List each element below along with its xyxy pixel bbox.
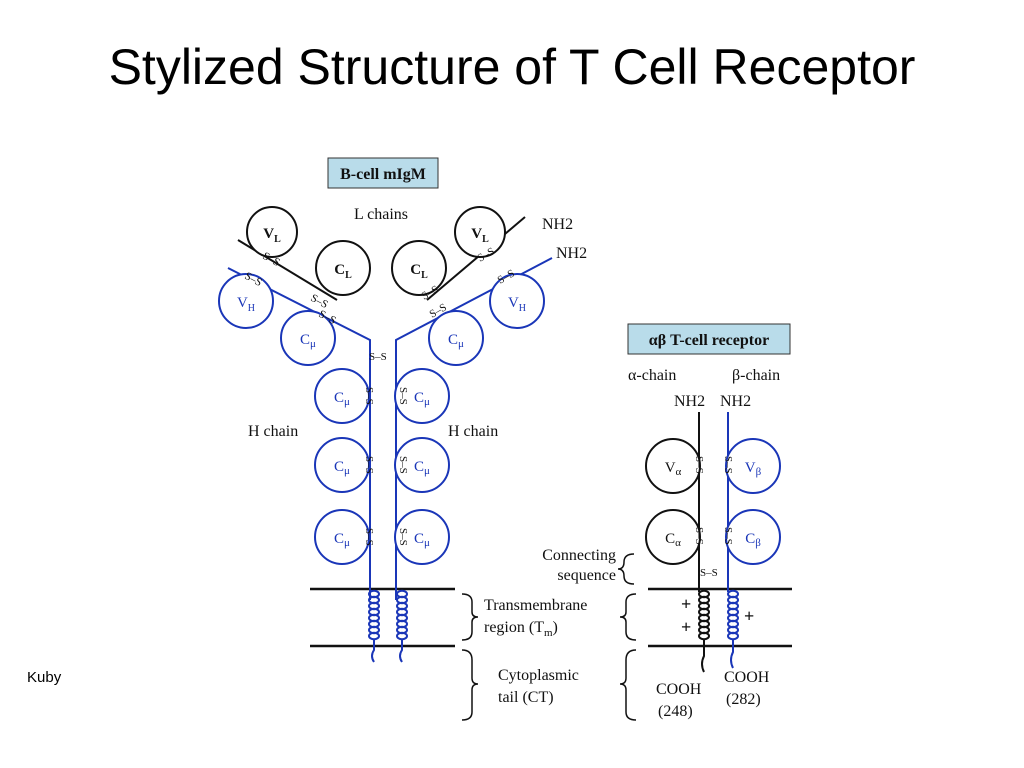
l-chains-label: L chains — [354, 206, 408, 223]
vl-left-label: VL — [263, 226, 281, 245]
beta-chain-label: β-chain — [732, 367, 780, 384]
cmu4-domain-left — [314, 509, 370, 565]
cmu1-right-label: Cμ — [448, 332, 464, 350]
tcr-ss-4: S–S — [722, 527, 734, 545]
region-brackets-left — [461, 593, 479, 721]
bcell-tm-coil-right — [396, 589, 408, 641]
c-beta-label: Cβ — [745, 531, 761, 549]
tcr-ss-1: S–S — [693, 456, 705, 474]
cl-left-label: CL — [334, 262, 352, 281]
v-alpha-label: Vα — [665, 460, 682, 478]
h-chain-right-label: H chain — [448, 423, 498, 440]
cytoplasmic-label-1: Cytoplasmic — [498, 667, 579, 684]
c-alpha-domain — [645, 509, 701, 565]
cl-domain-left — [315, 240, 371, 296]
bcell-label-box — [327, 157, 439, 189]
vh-domain-right — [489, 273, 545, 329]
cooh-alpha-label: COOH — [656, 681, 702, 698]
v-beta-domain — [725, 438, 781, 494]
nh2-beta-label: NH2 — [720, 393, 751, 410]
cooh-beta-label: COOH — [724, 669, 770, 686]
beta-charge: + — [744, 606, 754, 626]
bcell-label: B-cell mIgM — [340, 166, 426, 183]
alpha-length-label: (248) — [658, 703, 693, 720]
cmu3-domain-right — [394, 437, 450, 493]
v-beta-label: Vβ — [745, 460, 762, 478]
tcr-alpha-beta: αβ T-cell receptor α-chain β-chain NH2 N… — [627, 323, 792, 720]
bcell-migm: B-cell mIgM L chains VL CL CL VL VH Cμ V… — [218, 157, 587, 663]
transmembrane-label-1: Transmembrane — [484, 597, 587, 614]
tcr-tm-coil-beta — [727, 589, 739, 641]
beta-tail — [730, 640, 734, 669]
connecting-label-1: Connecting — [542, 547, 616, 564]
alpha-charge-2: + — [681, 617, 691, 637]
cmu3-right-label: Cμ — [414, 459, 430, 477]
tcr-ss-2: S–S — [722, 456, 734, 474]
credit-label: Kuby — [27, 669, 62, 686]
bcell-tm-coil-left — [368, 589, 380, 641]
vh-domain-left — [218, 273, 274, 329]
cmu1-domain-left — [280, 310, 336, 366]
tcr-ss-3: S–S — [693, 527, 705, 545]
ss-bond-13: S–S — [363, 528, 375, 546]
right-light-chain — [426, 216, 526, 301]
cmu2-right-label: Cμ — [414, 390, 430, 408]
bcell-tail-right — [399, 640, 403, 663]
cmu1-left-label: Cμ — [300, 332, 316, 350]
h-chain-left-label: H chain — [248, 423, 298, 440]
alpha-tail — [701, 640, 705, 673]
alpha-charge-1: + — [681, 594, 691, 614]
cmu2-left-label: Cμ — [334, 390, 350, 408]
region-brackets-right — [617, 553, 637, 721]
vh-left-label: VH — [237, 295, 255, 314]
cytoplasmic-label-2: tail (CT) — [498, 689, 554, 706]
ss-bond-14: S–S — [397, 528, 409, 546]
vl-domain-right — [454, 206, 506, 258]
cl-right-label: CL — [410, 262, 428, 281]
c-alpha-label: Cα — [665, 531, 681, 549]
nh2-light-label: NH2 — [542, 216, 573, 233]
ss-bond-11: S–S — [363, 456, 375, 474]
alpha-chain-label: α-chain — [628, 367, 676, 384]
bcell-tail-left — [371, 640, 375, 663]
v-alpha-domain — [645, 438, 701, 494]
cmu4-domain-right — [394, 509, 450, 565]
vl-right-label: VL — [471, 226, 489, 245]
ss-bond-9: S–S — [363, 387, 375, 405]
cmu3-left-label: Cμ — [334, 459, 350, 477]
tcr-ss-connecting: S–S — [700, 567, 718, 579]
ss-bond-10: S–S — [397, 387, 409, 405]
cmu3-domain-left — [314, 437, 370, 493]
cmu1-domain-right — [428, 310, 484, 366]
connecting-label-2: sequence — [557, 567, 616, 584]
tcr-label: αβ T-cell receptor — [649, 332, 769, 349]
tcr-tm-coil-alpha — [698, 589, 710, 641]
ss-bond-12: S–S — [397, 456, 409, 474]
cmu2-domain-right — [394, 368, 450, 424]
cmu2-domain-left — [314, 368, 370, 424]
nh2-alpha-label: NH2 — [674, 393, 705, 410]
cmu4-left-label: Cμ — [334, 531, 350, 549]
cmu4-right-label: Cμ — [414, 531, 430, 549]
nh2-heavy-label: NH2 — [556, 245, 587, 262]
beta-length-label: (282) — [726, 691, 761, 708]
slide-title: Stylized Structure of T Cell Receptor — [108, 39, 916, 95]
c-beta-domain — [725, 509, 781, 565]
transmembrane-label-2: region (Tm) — [484, 619, 558, 639]
cl-domain-right — [391, 240, 447, 296]
left-heavy-chain — [227, 267, 371, 600]
ss-bond-hinge: S–S — [369, 351, 387, 363]
vh-right-label: VH — [508, 295, 526, 314]
tcr-label-box — [627, 323, 791, 355]
vl-domain-left — [246, 206, 298, 258]
